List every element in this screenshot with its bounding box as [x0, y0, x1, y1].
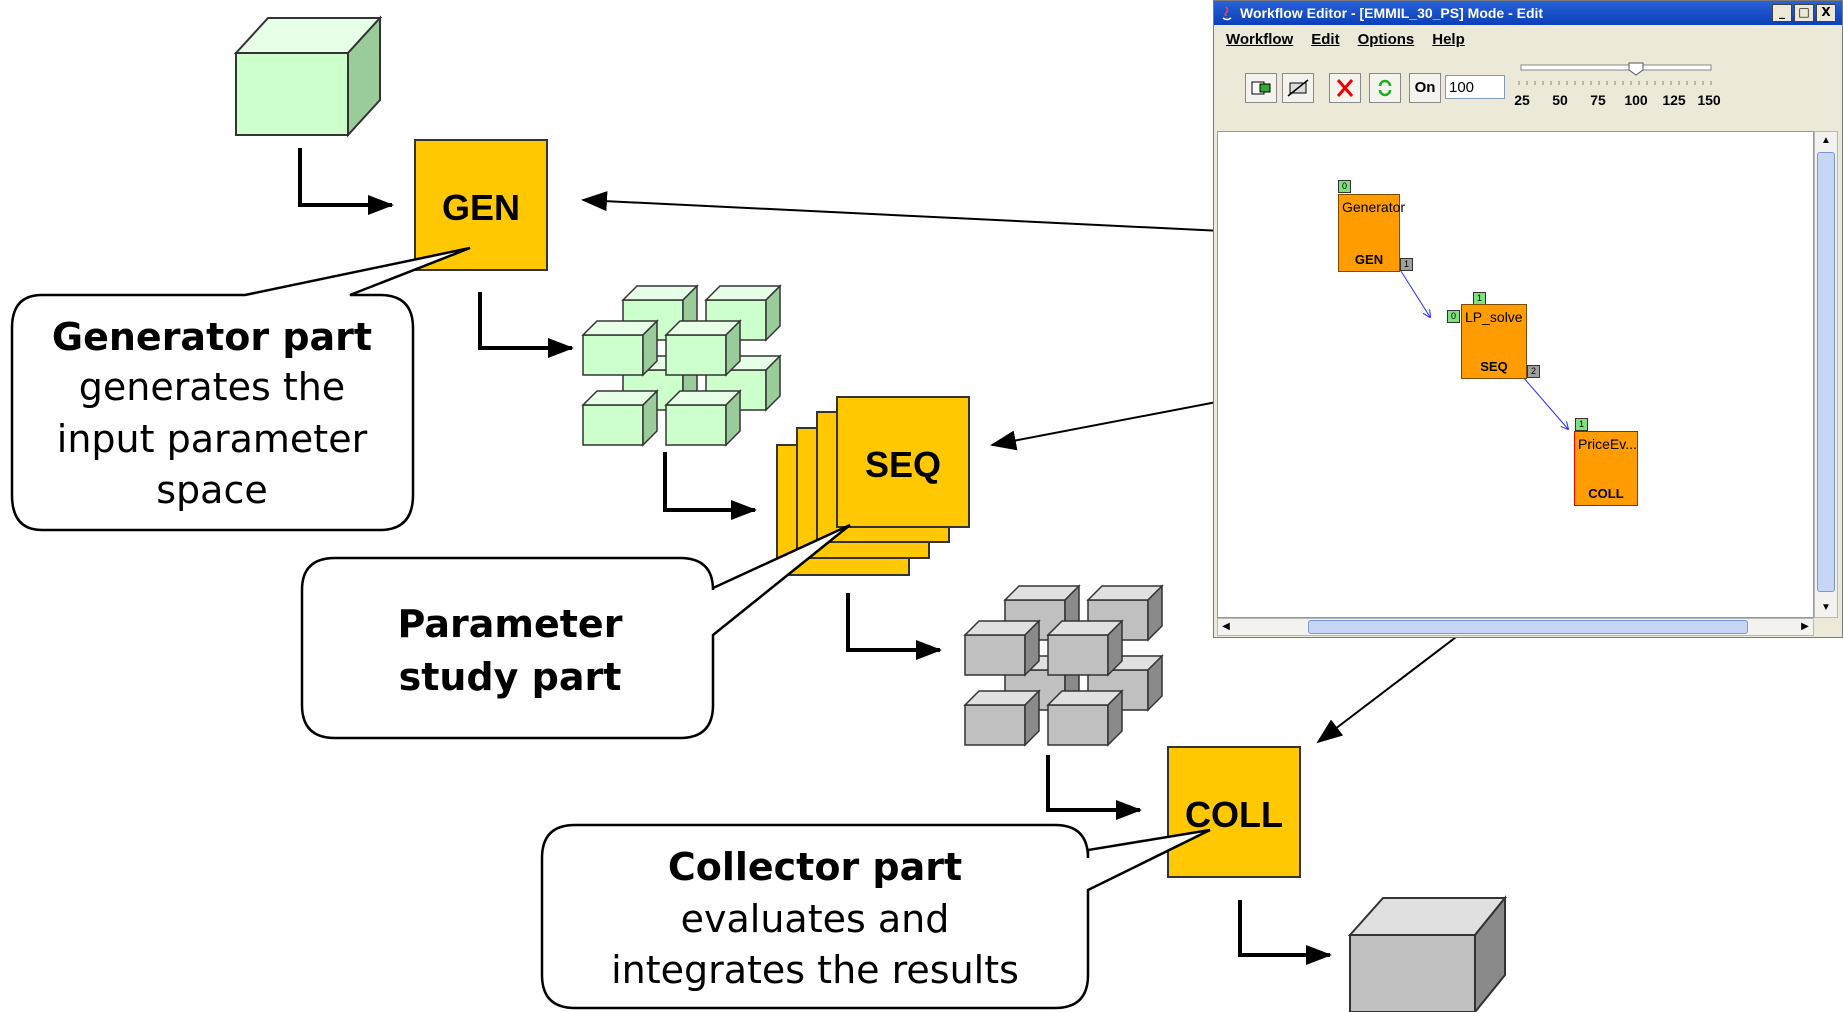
scroll-down-icon[interactable]: ▼	[1821, 602, 1831, 613]
on-button[interactable]: On	[1409, 73, 1441, 103]
coll-label: COLL	[1185, 794, 1283, 835]
generator-callout-line-1: generates the	[79, 365, 345, 409]
job-lpsolve-type: SEQ	[1480, 359, 1508, 374]
scroll-right-icon[interactable]: ▶	[1801, 621, 1809, 632]
lpsolve-in-port-left[interactable]: 0	[1447, 310, 1460, 323]
connector-cubes-to-seq	[663, 452, 757, 520]
workflow-editor-window: Workflow Editor - [EMMIL_30_PS] Mode - E…	[1213, 0, 1843, 638]
collector-callout-line-1: evaluates and	[681, 897, 950, 941]
collector-callout-title: Collector part	[668, 845, 962, 889]
connector-gen-to-cubes	[478, 292, 574, 358]
job-priceev[interactable]: PriceEv... COLL	[1574, 431, 1638, 506]
generator-out-port[interactable]: 1	[1400, 258, 1413, 271]
workflow-edges	[1398, 267, 1815, 619]
zoom-tick-150: 150	[1697, 92, 1721, 108]
zoom-tick-100: 100	[1624, 92, 1648, 108]
seq-label: SEQ	[865, 444, 941, 485]
connector-input-to-gen	[298, 148, 394, 215]
parameter-callout-line-2: study part	[399, 655, 622, 699]
editor-title: Workflow Editor - [EMMIL_30_PS] Mode - E…	[1240, 5, 1544, 21]
editor-toolbar: On 100 25 50 75 100 125 150	[1224, 62, 1814, 123]
results-cubes-icon	[963, 584, 1164, 747]
collector-callout: Collector part evaluates and integrates …	[540, 823, 1211, 1010]
job-lpsolve-name: LP_solve	[1465, 309, 1523, 325]
close-button[interactable]: X	[1816, 4, 1836, 22]
job-priceev-name: PriceEv...	[1578, 436, 1637, 452]
gen-label: GEN	[442, 187, 520, 228]
scroll-left-icon[interactable]: ◀	[1222, 621, 1230, 632]
lpsolve-out-port[interactable]: 2	[1527, 365, 1540, 378]
coll-box: COLL	[1167, 746, 1301, 878]
connector-seq-to-results	[846, 593, 942, 660]
zoom-tick-25: 25	[1514, 92, 1530, 108]
zoom-tick-75: 75	[1590, 92, 1606, 108]
new-job-button[interactable]	[1245, 73, 1277, 103]
job-generator-name: Generator	[1342, 199, 1406, 215]
gen-box: GEN	[414, 139, 548, 271]
parameter-callout: Parameter study part	[300, 523, 851, 740]
minimize-button[interactable]: _	[1772, 4, 1792, 22]
connector-coll-to-output	[1238, 900, 1332, 965]
menu-edit[interactable]: Edit	[1311, 31, 1340, 48]
priceev-in-port[interactable]: 1	[1575, 418, 1588, 431]
generator-in-port[interactable]: 0	[1338, 180, 1351, 193]
horizontal-scrollbar[interactable]: ◀ ▶	[1217, 618, 1814, 636]
menu-options[interactable]: Options	[1357, 31, 1415, 48]
vertical-scrollbar[interactable]: ▲ ▼	[1814, 131, 1838, 618]
input-cube-icon	[233, 15, 383, 138]
connector-results-to-coll	[1046, 755, 1142, 820]
delete-button[interactable]	[1329, 73, 1361, 103]
delete-icon	[1336, 79, 1354, 97]
scroll-up-icon[interactable]: ▲	[1821, 135, 1831, 146]
generator-callout-title: Generator part	[52, 315, 372, 359]
zoom-tick-125: 125	[1662, 92, 1686, 108]
generator-callout-line-2: input parameter	[57, 417, 368, 461]
job-generator-type: GEN	[1354, 252, 1384, 267]
refresh-button[interactable]	[1369, 73, 1401, 103]
output-cube-icon	[1347, 895, 1508, 1012]
java-icon	[1222, 6, 1232, 21]
zoom-slider[interactable]: 25 50 75 100 125 150	[1514, 62, 1721, 123]
zoom-tick-50: 50	[1552, 92, 1568, 108]
collector-callout-line-2: integrates the results	[611, 948, 1019, 992]
zoom-input[interactable]: 100	[1445, 75, 1505, 99]
job-generator[interactable]: Generator GEN	[1338, 194, 1405, 272]
parameter-space-cubes-icon	[581, 284, 782, 447]
editor-titlebar: Workflow Editor - [EMMIL_30_PS] Mode - E…	[1214, 1, 1842, 25]
menu-help[interactable]: Help	[1432, 31, 1465, 48]
horizontal-scroll-thumb[interactable]	[1308, 620, 1748, 634]
editor-menubar: Workflow Edit Options Help	[1214, 27, 1842, 53]
seq-stack: SEQ	[776, 396, 970, 576]
arrow-editor-to-gen	[581, 191, 1306, 236]
menu-workflow[interactable]: Workflow	[1226, 31, 1294, 48]
maximize-button[interactable]: □	[1794, 4, 1814, 22]
parameter-callout-line-1: Parameter	[398, 602, 623, 646]
generator-callout: Generator part generates the input param…	[10, 246, 471, 532]
job-lpsolve[interactable]: LP_solve SEQ	[1461, 304, 1527, 379]
edit-port-button[interactable]	[1282, 73, 1314, 103]
job-priceev-type: COLL	[1588, 486, 1624, 501]
new-job-icon	[1251, 81, 1271, 95]
generator-callout-line-3: space	[156, 468, 267, 512]
workflow-canvas[interactable]: 0 Generator GEN 1 1 0 LP_solve SEQ 2 1 P…	[1217, 131, 1814, 618]
plug-icon	[1287, 79, 1309, 97]
refresh-icon	[1378, 79, 1392, 97]
vertical-scroll-thumb[interactable]	[1817, 152, 1835, 592]
